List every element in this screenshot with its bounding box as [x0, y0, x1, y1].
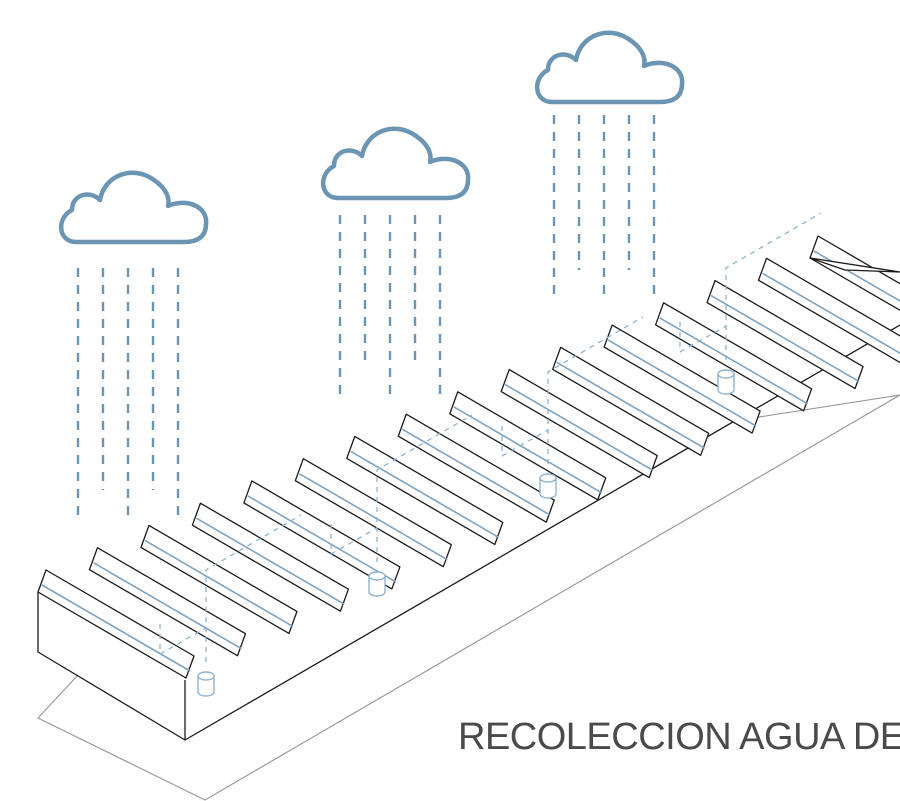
stair-step	[140, 524, 298, 635]
stair-step	[397, 413, 555, 523]
water-tank-icon	[197, 671, 215, 697]
stair-step	[500, 368, 658, 479]
drain-pipe	[725, 212, 822, 360]
stair-step	[757, 257, 900, 364]
drain-pipe	[159, 624, 207, 656]
cloud-icon	[321, 126, 471, 201]
stair-step	[603, 324, 761, 434]
stair-step	[191, 502, 350, 612]
rain-lines	[76, 115, 656, 520]
clouds	[59, 30, 685, 245]
drain-pipes	[159, 212, 822, 662]
stair-step	[449, 391, 607, 501]
water-tanks	[197, 369, 735, 697]
stair-step	[654, 302, 813, 412]
drain-pipe	[501, 426, 549, 458]
cloud-icon	[59, 170, 209, 245]
drain-pipe	[679, 322, 727, 354]
stair-step	[37, 569, 195, 679]
diagram-caption: RECOLECCION AGUA DE	[458, 716, 900, 758]
cloud-icon	[535, 30, 685, 105]
drain-pipe	[205, 514, 302, 662]
ground-plane	[37, 394, 900, 801]
stair-step	[346, 435, 504, 546]
water-tank-icon	[717, 369, 735, 395]
stair-step	[706, 279, 864, 390]
water-tank-icon	[368, 571, 386, 597]
drain-pipe	[330, 524, 378, 556]
stair-step	[243, 480, 401, 590]
water-tank-icon	[539, 473, 557, 499]
stair-step	[552, 346, 710, 456]
drain-pipe	[547, 316, 644, 464]
staircase-steps	[37, 235, 900, 679]
stair-step	[294, 458, 452, 568]
drain-pipe	[376, 414, 473, 562]
